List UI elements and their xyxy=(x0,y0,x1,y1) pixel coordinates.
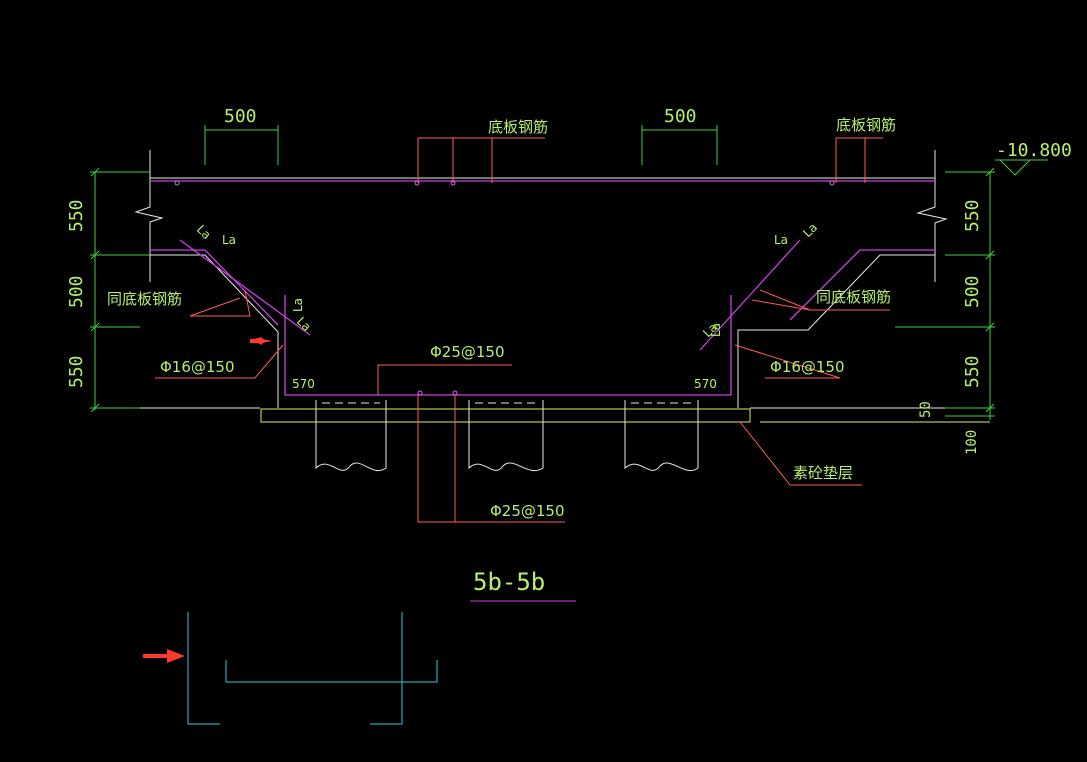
la-left-side: La xyxy=(291,298,305,312)
la-left-diag: La xyxy=(194,222,214,242)
svg-text:5b-5b: 5b-5b xyxy=(473,568,545,596)
leader-lines xyxy=(155,137,890,523)
label-cushion: 素砼垫层 xyxy=(793,464,853,482)
dim-top-left: 500 xyxy=(224,106,257,127)
label-stirrup-right: Φ16@150 xyxy=(770,358,845,376)
dim-right-3: 550 xyxy=(962,355,983,388)
dim-left-1: 550 xyxy=(66,199,87,232)
elevation-text: -10.800 xyxy=(996,140,1072,161)
label-bottom-bar-1: 底板钢筋 xyxy=(488,118,548,136)
annotation-texts: 底板钢筋 底板钢筋 同底板钢筋 同底板钢筋 Φ16@150 Φ16@150 Φ2… xyxy=(107,116,896,520)
rebar-sketch xyxy=(187,612,438,725)
anchor-texts: La La La La La La La La 570 570 xyxy=(194,220,820,391)
red-arrow-icon xyxy=(250,337,272,345)
bar-dots xyxy=(174,180,835,396)
la-right-top: La xyxy=(774,233,788,247)
corner-left-dim: 570 xyxy=(292,377,315,391)
label-bottom-lower: Φ25@150 xyxy=(490,502,565,520)
label-stirrup-left: Φ16@150 xyxy=(160,358,235,376)
dim-left-2: 500 xyxy=(66,275,87,308)
dimension-lines xyxy=(90,125,1048,420)
label-bottom-upper: Φ25@150 xyxy=(430,343,505,361)
corner-right-dim: 570 xyxy=(694,377,717,391)
label-same-bar-left: 同底板钢筋 xyxy=(107,290,182,308)
label-same-bar-right: 同底板钢筋 xyxy=(816,288,891,306)
cushion-layer xyxy=(260,408,990,423)
section-title: 5b-5b xyxy=(470,568,576,602)
dim-top-right: 500 xyxy=(664,106,697,127)
dim-right-2: 500 xyxy=(962,275,983,308)
la-left-top: La xyxy=(222,233,236,247)
la-left-diag2: La xyxy=(294,314,314,334)
la-right-side: La xyxy=(709,323,723,337)
dim-right-1: 550 xyxy=(962,199,983,232)
red-arrow-icon xyxy=(143,649,185,663)
la-right-diag: La xyxy=(800,220,820,240)
dimension-texts: 500 500 550 500 550 550 500 550 50 100 -… xyxy=(66,106,1072,455)
dim-left-3: 550 xyxy=(66,355,87,388)
label-bottom-bar-2: 底板钢筋 xyxy=(836,116,896,134)
dim-right-5: 100 xyxy=(964,430,980,455)
dim-right-4: 50 xyxy=(918,401,934,418)
